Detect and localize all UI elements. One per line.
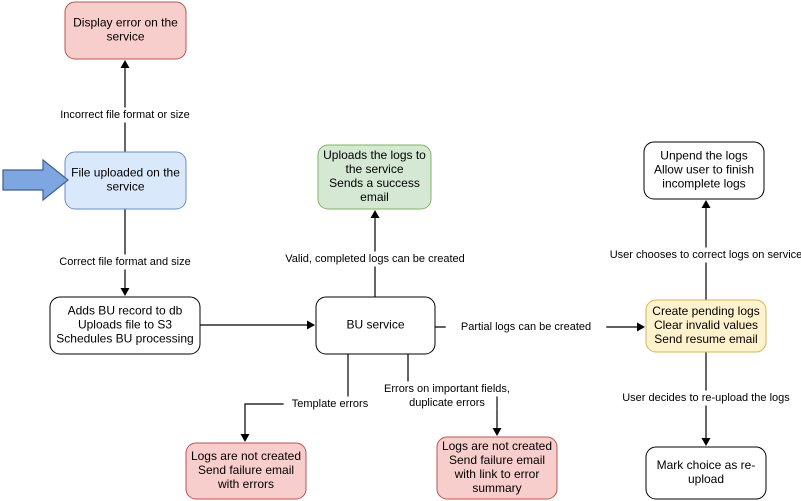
node-file-uploaded-on-the-service-label: service bbox=[106, 180, 144, 194]
node-uploads-the-logs-to-the-service-label: email bbox=[360, 190, 389, 204]
edge-incorrect-file-format-or-size: Incorrect file format or size bbox=[39, 60, 211, 152]
edge-errors-on-important-fields-duplicate-errors-label: duplicate errors bbox=[409, 397, 485, 409]
edge-correct-file-format-and-size-label: Correct file format and size bbox=[59, 256, 190, 268]
edge-errors-on-important-fields-duplicate-errors: Errors on important fields, duplicate err… bbox=[366, 354, 528, 436]
edge-adds-bu-record-to-bu-service bbox=[200, 320, 315, 330]
node-display-error-on-the-service-label: Display error on the bbox=[73, 16, 178, 30]
node-bu-service-box[interactable] bbox=[315, 296, 436, 355]
edge-template-errors-line bbox=[244, 354, 349, 438]
node-logs-are-not-created-with-link-to-error-summary-label: with link to error bbox=[454, 467, 540, 481]
node-logs-are-not-created-with-errors-label: Logs are not created bbox=[191, 449, 301, 463]
edge-template-errors-arrowhead-icon bbox=[240, 434, 250, 442]
edge-partial-logs-can-be-created-label-bg bbox=[445, 319, 607, 335]
edge-user-decides-to-re-upload-the-logs-label-bg bbox=[605, 390, 801, 406]
node-adds-bu-record-to-db-box[interactable] bbox=[49, 296, 201, 355]
node-uploads-the-logs-to-the-service-label: Sends a success bbox=[329, 176, 420, 190]
node-create-pending-logs-label: Send resume email bbox=[654, 332, 757, 346]
node-logs-are-not-created-with-link-to-error-summary-label: Send failure email bbox=[449, 453, 545, 467]
edge-user-decides-to-re-upload-the-logs-label: User decides to re-upload the logs bbox=[622, 392, 790, 404]
edge-correct-file-format-and-size: Correct file format and size bbox=[41, 209, 209, 296]
node-unpend-the-logs-box[interactable] bbox=[643, 141, 765, 200]
edge-correct-file-format-and-size-arrowhead-icon bbox=[120, 288, 130, 296]
edge-valid-completed-logs-can-be-created-arrowhead-icon bbox=[370, 210, 380, 218]
node-mark-choice-as-re-upload-label: upload bbox=[688, 472, 724, 486]
node-logs-are-not-created-with-errors-box[interactable] bbox=[185, 442, 307, 500]
edge-partial-logs-can-be-created-arrowhead-icon bbox=[637, 322, 645, 332]
node-unpend-the-logs-label: incomplete logs bbox=[662, 177, 745, 191]
node-uploads-the-logs-to-the-service-box[interactable] bbox=[317, 144, 432, 210]
node-display-error-on-the-service-box[interactable] bbox=[64, 1, 187, 60]
node-create-pending-logs-label: Clear invalid values bbox=[654, 318, 758, 332]
edge-errors-on-important-fields-duplicate-errors-label-bg bbox=[366, 381, 528, 397]
node-unpend-the-logs-label: Allow user to finish bbox=[654, 163, 754, 177]
edge-partial-logs-can-be-created-label: Partial logs can be created bbox=[461, 321, 591, 333]
node-adds-bu-record-to-db-label: Uploads file to S3 bbox=[78, 318, 172, 332]
edge-valid-completed-logs-can-be-created: Valid, completed logs can be created bbox=[269, 210, 481, 297]
node-uploads-the-logs-to-the-service-label: Uploads the logs to bbox=[323, 148, 426, 162]
node-logs-are-not-created-with-link-to-error-summary-label: Logs are not created bbox=[442, 439, 552, 453]
node-bu-service-label: BU service bbox=[346, 318, 404, 332]
node-file-uploaded-on-the-service-label: File uploaded on the bbox=[71, 166, 180, 180]
edge-user-decides-to-re-upload-the-logs: User decides to re-upload the logs bbox=[605, 352, 801, 446]
node-display-error-on-the-service-label: service bbox=[106, 30, 144, 44]
edge-valid-completed-logs-can-be-created-label: Valid, completed logs can be created bbox=[285, 253, 465, 265]
node-bu-service[interactable]: BU service bbox=[315, 296, 436, 355]
node-mark-choice-as-re-upload-box[interactable] bbox=[645, 446, 767, 500]
edge-user-chooses-to-correct-logs-on-service-arrowhead-icon bbox=[701, 200, 711, 208]
edge-valid-completed-logs-can-be-created-label-bg bbox=[269, 251, 481, 267]
edge-template-errors-label: Template errors bbox=[292, 398, 369, 410]
edge-correct-file-format-and-size-label-bg bbox=[41, 254, 209, 270]
edge-user-chooses-to-correct-logs-on-service: User chooses to correct logs on service bbox=[591, 200, 801, 300]
node-logs-are-not-created-with-errors-label: with errors bbox=[217, 477, 274, 491]
edge-incorrect-file-format-or-size-label: Incorrect file format or size bbox=[60, 109, 190, 121]
input-block-arrow bbox=[2, 158, 69, 202]
edge-user-decides-to-re-upload-the-logs-arrowhead-icon bbox=[701, 438, 711, 446]
node-create-pending-logs-label: Create pending logs bbox=[652, 304, 759, 318]
edge-errors-on-important-fields-duplicate-errors-arrowhead-icon bbox=[492, 428, 502, 436]
node-mark-choice-as-re-upload-label: Mark choice as re- bbox=[657, 458, 756, 472]
node-logs-are-not-created-with-link-to-error-summary-label: summary bbox=[472, 481, 521, 495]
node-uploads-the-logs-to-the-service-label: the service bbox=[345, 162, 403, 176]
edge-template-errors-label-bg bbox=[283, 396, 377, 412]
node-mark-choice-as-re-upload[interactable]: Mark choice as re-upload bbox=[645, 446, 767, 500]
edge-adds-bu-record-to-bu-service-arrowhead-icon bbox=[307, 320, 315, 330]
node-adds-bu-record-to-db-label: Adds BU record to db bbox=[68, 304, 183, 318]
block-arrow-layer bbox=[2, 158, 69, 202]
edge-user-chooses-to-correct-logs-on-service-label-bg bbox=[591, 247, 801, 263]
edge-errors-on-important-fields-duplicate-errors-label: Errors on important fields, bbox=[384, 383, 510, 395]
node-unpend-the-logs-label: Unpend the logs bbox=[660, 149, 747, 163]
edge-template-errors: Template errors bbox=[240, 354, 377, 442]
node-create-pending-logs-box[interactable] bbox=[645, 299, 767, 353]
edge-partial-logs-can-be-created: Partial logs can be created bbox=[435, 319, 645, 335]
node-adds-bu-record-to-db-label: Schedules BU processing bbox=[56, 332, 193, 346]
edge-incorrect-file-format-or-size-label-bg bbox=[39, 107, 211, 123]
node-logs-are-not-created-with-link-to-error-summary-box[interactable] bbox=[436, 436, 558, 500]
edge-incorrect-file-format-or-size-arrowhead-icon bbox=[120, 60, 130, 68]
edge-errors-on-important-fields-duplicate-errors-label-bg bbox=[397, 395, 497, 411]
edge-user-chooses-to-correct-logs-on-service-label: User chooses to correct logs on service bbox=[610, 249, 801, 261]
node-logs-are-not-created-with-errors-label: Send failure email bbox=[198, 463, 294, 477]
